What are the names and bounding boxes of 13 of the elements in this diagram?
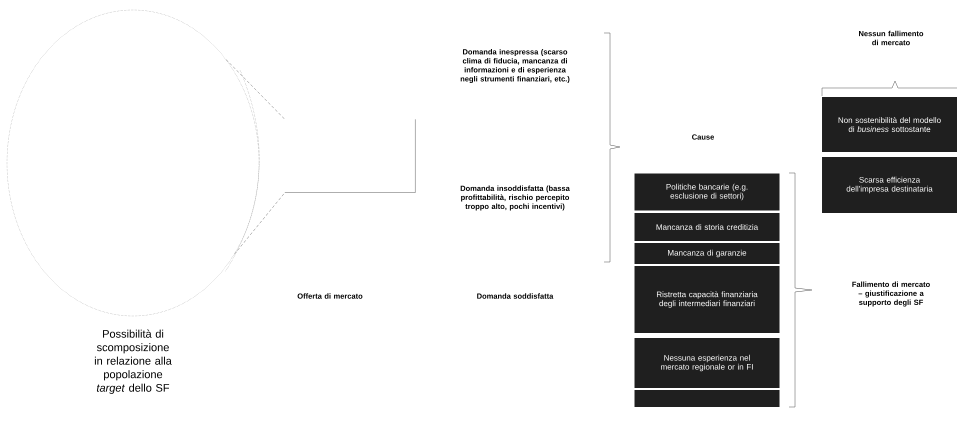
cause-box: Mancanza di garanzie xyxy=(634,243,780,264)
cause-box: Mancanza di storia creditizia xyxy=(634,213,780,241)
zoom-box xyxy=(284,119,416,193)
cause-box: Politiche bancarie (e.g. esclusione di settori) xyxy=(634,174,780,210)
zoom-line xyxy=(234,192,285,254)
zoom-line xyxy=(226,59,285,120)
cause-box: Ristretta capacità finanziaria degli intermediari finanziari xyxy=(634,266,780,333)
cause-box: Nessuna esperienza nel mercato regionale or in FI xyxy=(634,338,780,388)
cause-box: Non sostenibilità del modello di business sottostante xyxy=(822,97,957,152)
dotted-ellipse xyxy=(6,10,260,316)
node-label: Possibilità di scomposizione in relazione alla popolazione target dello SF xyxy=(94,330,172,394)
empty-box xyxy=(634,390,780,407)
cause-box: Scarsa efficienza dell'impresa destinataria xyxy=(822,157,957,213)
